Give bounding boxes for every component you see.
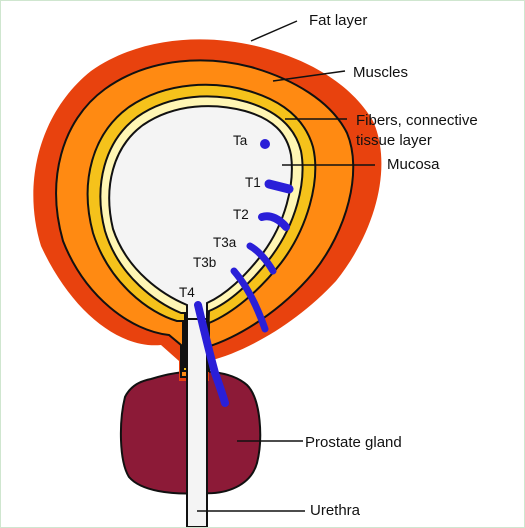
stage-label-t3b: T3b	[193, 255, 216, 270]
label-mucosa: Mucosa	[387, 156, 440, 173]
label-prostate-gland: Prostate gland	[305, 434, 402, 451]
label-muscles: Muscles	[353, 64, 408, 81]
tumor-t1	[269, 184, 289, 189]
stage-label-t3a: T3a	[213, 235, 237, 250]
label-urethra: Urethra	[310, 502, 361, 519]
stage-label-t4: T4	[179, 285, 195, 300]
leader-fat	[251, 21, 297, 41]
label-fibers-line1: Fibers, connective	[356, 112, 478, 129]
stage-label-t1: T1	[245, 175, 261, 190]
stage-label-t2: T2	[233, 207, 249, 222]
label-fat-layer: Fat layer	[309, 12, 367, 29]
tumor-ta	[260, 139, 270, 149]
stage-label-ta: Ta	[233, 133, 248, 148]
urethra	[187, 319, 207, 527]
label-fibers-line2: tissue layer	[356, 132, 432, 149]
